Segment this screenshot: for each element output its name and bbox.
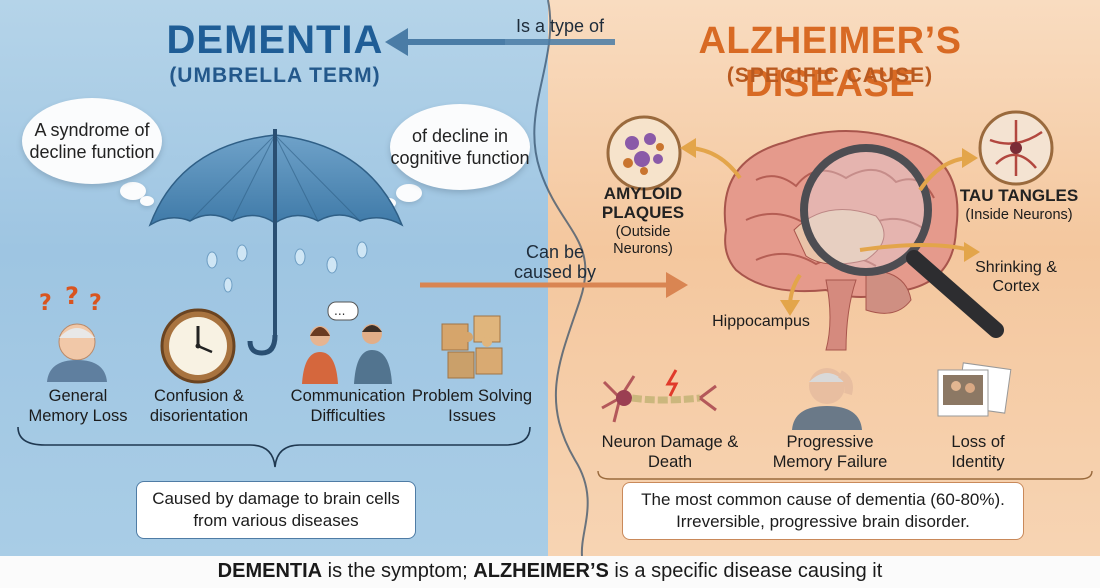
worried-elderly-icon xyxy=(792,368,862,430)
dementia-panel xyxy=(0,0,560,556)
dementia-summary-text: Caused by damage to brain cells from var… xyxy=(152,489,400,530)
footer-dementia: DEMENTIA xyxy=(217,560,323,582)
footer-alzheimers: ALZHEIMER’S xyxy=(473,560,609,582)
cloud-puff xyxy=(140,196,154,206)
dementia-subtitle: (UMBRELLA TERM) xyxy=(169,64,381,87)
can-be-caused-by-label: Can be caused by xyxy=(513,242,597,282)
effect-neuron-damage-label: Neuron Damage & Death xyxy=(601,433,739,471)
right-brace xyxy=(597,470,1093,480)
cloud-puff xyxy=(396,184,422,202)
tau-tangle-icon xyxy=(978,110,1054,186)
shrinking-cortex-label: Shrinking & Cortex xyxy=(975,259,1057,295)
puzzle-icon xyxy=(441,315,503,379)
footer-text-1: is the symptom; xyxy=(322,560,474,582)
tau-subtitle: (Inside Neurons) xyxy=(965,207,1073,223)
cloud-left-text: A syndrome of decline function xyxy=(29,120,155,162)
is-type-of-arrow xyxy=(385,28,615,56)
conversation-icon: ... xyxy=(302,301,392,384)
symptom-problem-solving-label: Problem Solving Issues xyxy=(411,387,533,425)
amyloid-title: AMYLOID PLAQUES xyxy=(601,184,685,222)
symptom-communication-label: Communication Difficulties xyxy=(290,387,406,425)
thought-cloud-left: A syndrome of decline function xyxy=(22,98,162,184)
umbrella-icon xyxy=(148,129,404,356)
dementia-title: DEMENTIA xyxy=(166,18,384,62)
alzheimers-summary-line1: The most common cause of dementia (60-80… xyxy=(641,490,1005,509)
magnifier-icon xyxy=(800,144,1004,338)
photo-icon xyxy=(937,362,1012,417)
elderly-man-icon: ? ? ? xyxy=(39,282,107,382)
tau-title: TAU TANGLES xyxy=(959,186,1079,205)
symptom-memory-loss-label: General Memory Loss xyxy=(28,387,128,425)
amyloid-subtitle: (Outside Neurons) xyxy=(613,224,673,257)
dementia-summary-box: Caused by damage to brain cells from var… xyxy=(136,481,416,539)
thought-cloud-right: of decline in cognitive function xyxy=(390,104,530,190)
svg-text:?: ? xyxy=(39,291,52,316)
svg-text:?: ? xyxy=(89,291,102,316)
alzheimers-summary-box: The most common cause of dementia (60-80… xyxy=(622,482,1024,540)
svg-text:?: ? xyxy=(65,282,79,310)
footer-text-2: is a specific disease causing it xyxy=(608,560,883,582)
left-brace xyxy=(17,426,531,468)
clock-icon xyxy=(160,308,236,384)
alzheimers-subtitle: (SPECIFIC CAUSE) xyxy=(726,64,934,87)
footer-caption: DEMENTIA is the symptom; ALZHEIMER’S is … xyxy=(0,556,1100,588)
callout-arrows xyxy=(680,138,980,316)
amyloid-plaque-icon xyxy=(606,115,682,191)
neuron-icon xyxy=(601,369,717,423)
svg-text:...: ... xyxy=(334,304,345,318)
effect-loss-identity-label: Loss of Identity xyxy=(951,433,1005,471)
symptom-confusion-label: Confusion & disorientation xyxy=(149,387,249,425)
alzheimers-summary-line2: Irreversible, progressive brain disorder… xyxy=(676,512,970,531)
is-type-of-label: Is a type of xyxy=(515,16,605,36)
effect-memory-failure-label: Progressive Memory Failure xyxy=(772,433,888,471)
cloud-right-text: of decline in cognitive function xyxy=(390,126,530,168)
alzheimers-title: ALZHEIMER’S DISEASE xyxy=(698,20,962,105)
can-be-caused-by-arrow xyxy=(420,272,688,298)
cloud-puff xyxy=(120,182,146,200)
hippocampus-label: Hippocampus xyxy=(712,313,810,330)
